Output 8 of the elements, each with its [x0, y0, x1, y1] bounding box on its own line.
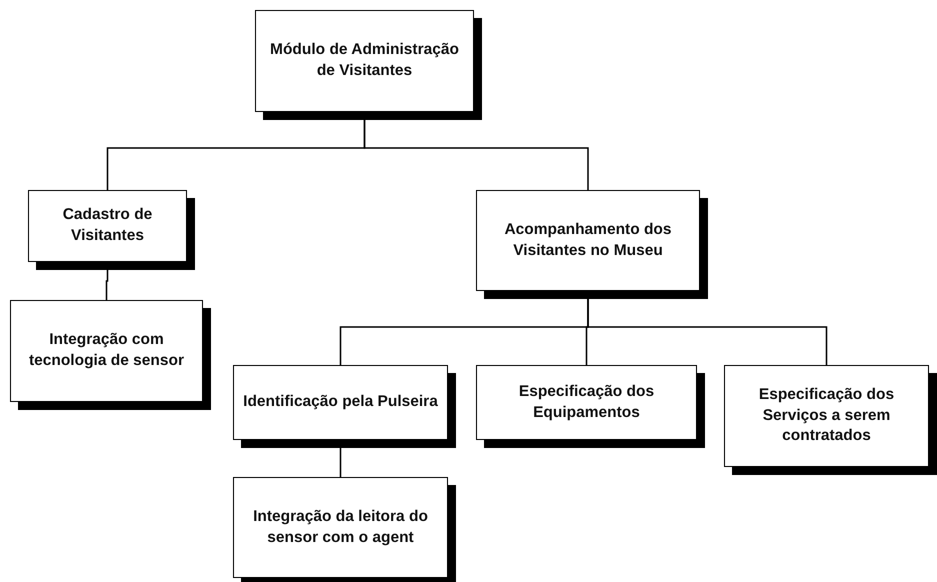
module-label: Cadastro de Visitantes: [62, 205, 154, 246]
module-label: Módulo de Administração de Visitantes: [269, 40, 460, 81]
module-label: Integração da leitora do sensor com o agent: [252, 506, 429, 548]
module-label: Integração com tecnologia de sensor: [28, 330, 186, 371]
module-label: Identificação pela Pulseira: [242, 392, 439, 412]
module-label: Especificação dos Serviços a serem contratados: [758, 384, 896, 446]
module-label: Especificação dos Equipamentos: [518, 382, 656, 422]
module-label: Acompanhamento dos Visitantes no Museu: [503, 220, 673, 260]
